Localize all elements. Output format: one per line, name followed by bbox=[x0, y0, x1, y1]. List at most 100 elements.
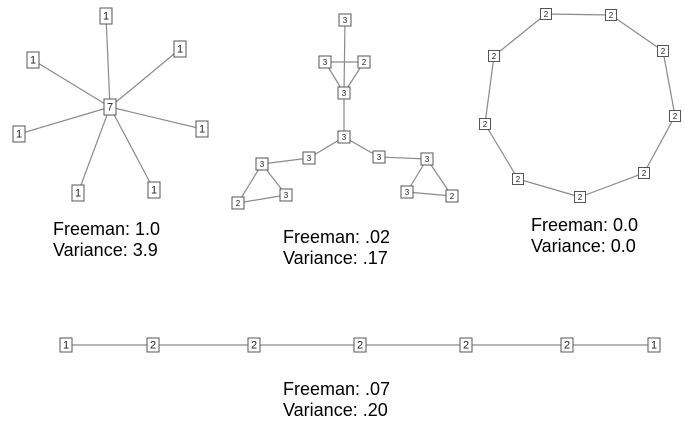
node-box bbox=[479, 118, 491, 130]
node-box bbox=[459, 337, 473, 353]
node-degree-label: 1 bbox=[199, 124, 205, 136]
star-node: 1 bbox=[173, 40, 187, 58]
node-degree-label: 2 bbox=[492, 52, 497, 61]
node-degree-label: 2 bbox=[642, 169, 647, 178]
node-box bbox=[445, 189, 459, 203]
node-degree-label: 1 bbox=[151, 185, 157, 197]
triangles-node: 3 bbox=[372, 150, 386, 164]
node-box bbox=[638, 167, 650, 179]
ring-freeman-label: Freeman: 0.0 bbox=[531, 215, 639, 235]
node-degree-label: 2 bbox=[578, 193, 583, 202]
node-box bbox=[488, 50, 500, 62]
node-degree-label: 2 bbox=[483, 120, 488, 129]
node-box bbox=[420, 152, 434, 166]
node-degree-label: 1 bbox=[177, 44, 183, 56]
star-edge bbox=[32, 59, 111, 108]
node-degree-label: 1 bbox=[16, 129, 22, 141]
ring-edge bbox=[545, 13, 612, 16]
node-box bbox=[147, 181, 161, 199]
line-node: 2 bbox=[146, 337, 160, 353]
node-box bbox=[26, 51, 40, 69]
node-box bbox=[59, 337, 73, 353]
star-node: 1 bbox=[99, 7, 113, 25]
triangle-network-stats: Freeman: .02 Variance: .17 bbox=[283, 227, 390, 269]
line-freeman-label: Freeman: .07 bbox=[283, 379, 391, 399]
star-variance-label: Variance: 3.9 bbox=[53, 240, 158, 260]
node-degree-label: 1 bbox=[63, 340, 69, 352]
node-box bbox=[247, 337, 261, 353]
node-degree-label: 3 bbox=[284, 191, 289, 200]
node-degree-label: 3 bbox=[307, 154, 312, 163]
node-degree-label: 2 bbox=[251, 340, 257, 352]
node-degree-label: 2 bbox=[564, 340, 570, 352]
node-degree-label: 2 bbox=[463, 340, 469, 352]
ring-edge bbox=[484, 123, 519, 180]
node-degree-label: 3 bbox=[425, 155, 430, 164]
triangles-node: 3 bbox=[318, 55, 332, 69]
star-node: 7 bbox=[103, 98, 117, 116]
ring-node: 2 bbox=[669, 110, 681, 122]
ring-edge bbox=[610, 14, 664, 52]
triangles-node: 3 bbox=[302, 151, 316, 165]
node-box bbox=[540, 8, 552, 20]
node-degree-label: 2 bbox=[544, 10, 549, 19]
star-freeman-label: Freeman: 1.0 bbox=[53, 219, 161, 239]
ring-network-stats: Freeman: 0.0 Variance: 0.0 bbox=[531, 215, 638, 257]
triangles-edge bbox=[343, 19, 346, 94]
node-box bbox=[173, 40, 187, 58]
ring-node: 2 bbox=[657, 45, 669, 57]
star-edge bbox=[109, 48, 181, 108]
triangles-node: 3 bbox=[420, 152, 434, 166]
star-edge bbox=[105, 15, 111, 108]
triangles-node: 2 bbox=[445, 189, 459, 203]
node-degree-label: 3 bbox=[323, 58, 328, 67]
node-degree-label: 1 bbox=[651, 340, 657, 352]
node-box bbox=[357, 55, 371, 69]
triangles-edge bbox=[237, 194, 287, 204]
node-box bbox=[71, 184, 85, 202]
node-degree-label: 1 bbox=[30, 55, 36, 67]
node-degree-label: 7 bbox=[107, 102, 113, 114]
node-degree-label: 2 bbox=[236, 199, 241, 208]
ring-network: 2 2 2 2 2 2 2 2 2 bbox=[479, 8, 681, 203]
node-degree-label: 2 bbox=[357, 340, 363, 352]
ring-edge bbox=[484, 55, 495, 125]
triangles-node: 2 bbox=[357, 55, 371, 69]
triangles-node: 2 bbox=[231, 196, 245, 210]
node-degree-label: 3 bbox=[342, 89, 347, 98]
triangle-variance-label: Variance: .17 bbox=[283, 248, 388, 268]
node-box bbox=[255, 157, 269, 171]
star-edge bbox=[77, 106, 111, 194]
line-node: 2 bbox=[353, 337, 367, 353]
line-node: 2 bbox=[560, 337, 574, 353]
node-box bbox=[279, 188, 293, 202]
line-node: 1 bbox=[59, 337, 73, 353]
triangles-node: 3 bbox=[400, 185, 414, 199]
ring-node: 2 bbox=[512, 173, 524, 185]
node-degree-label: 2 bbox=[362, 58, 367, 67]
node-box bbox=[195, 120, 209, 138]
node-degree-label: 3 bbox=[260, 160, 265, 169]
triangles-node: 3 bbox=[337, 86, 351, 100]
ring-node: 2 bbox=[540, 8, 552, 20]
ring-edge bbox=[493, 13, 547, 57]
triangles-node: 3 bbox=[337, 130, 351, 144]
node-box bbox=[400, 185, 414, 199]
node-box bbox=[103, 98, 117, 116]
node-box bbox=[338, 13, 352, 27]
node-degree-label: 3 bbox=[405, 188, 410, 197]
triangles-edge bbox=[406, 191, 453, 197]
star-node: 1 bbox=[195, 120, 209, 138]
node-box bbox=[512, 173, 524, 185]
node-box bbox=[337, 86, 351, 100]
node-box bbox=[657, 45, 669, 57]
node-degree-label: 3 bbox=[377, 153, 382, 162]
line-node: 1 bbox=[647, 337, 661, 353]
triangles-node: 3 bbox=[255, 157, 269, 171]
node-degree-label: 1 bbox=[103, 11, 109, 23]
node-degree-label: 2 bbox=[661, 47, 666, 56]
triangles-edge bbox=[261, 157, 310, 165]
node-degree-label: 2 bbox=[609, 11, 614, 20]
